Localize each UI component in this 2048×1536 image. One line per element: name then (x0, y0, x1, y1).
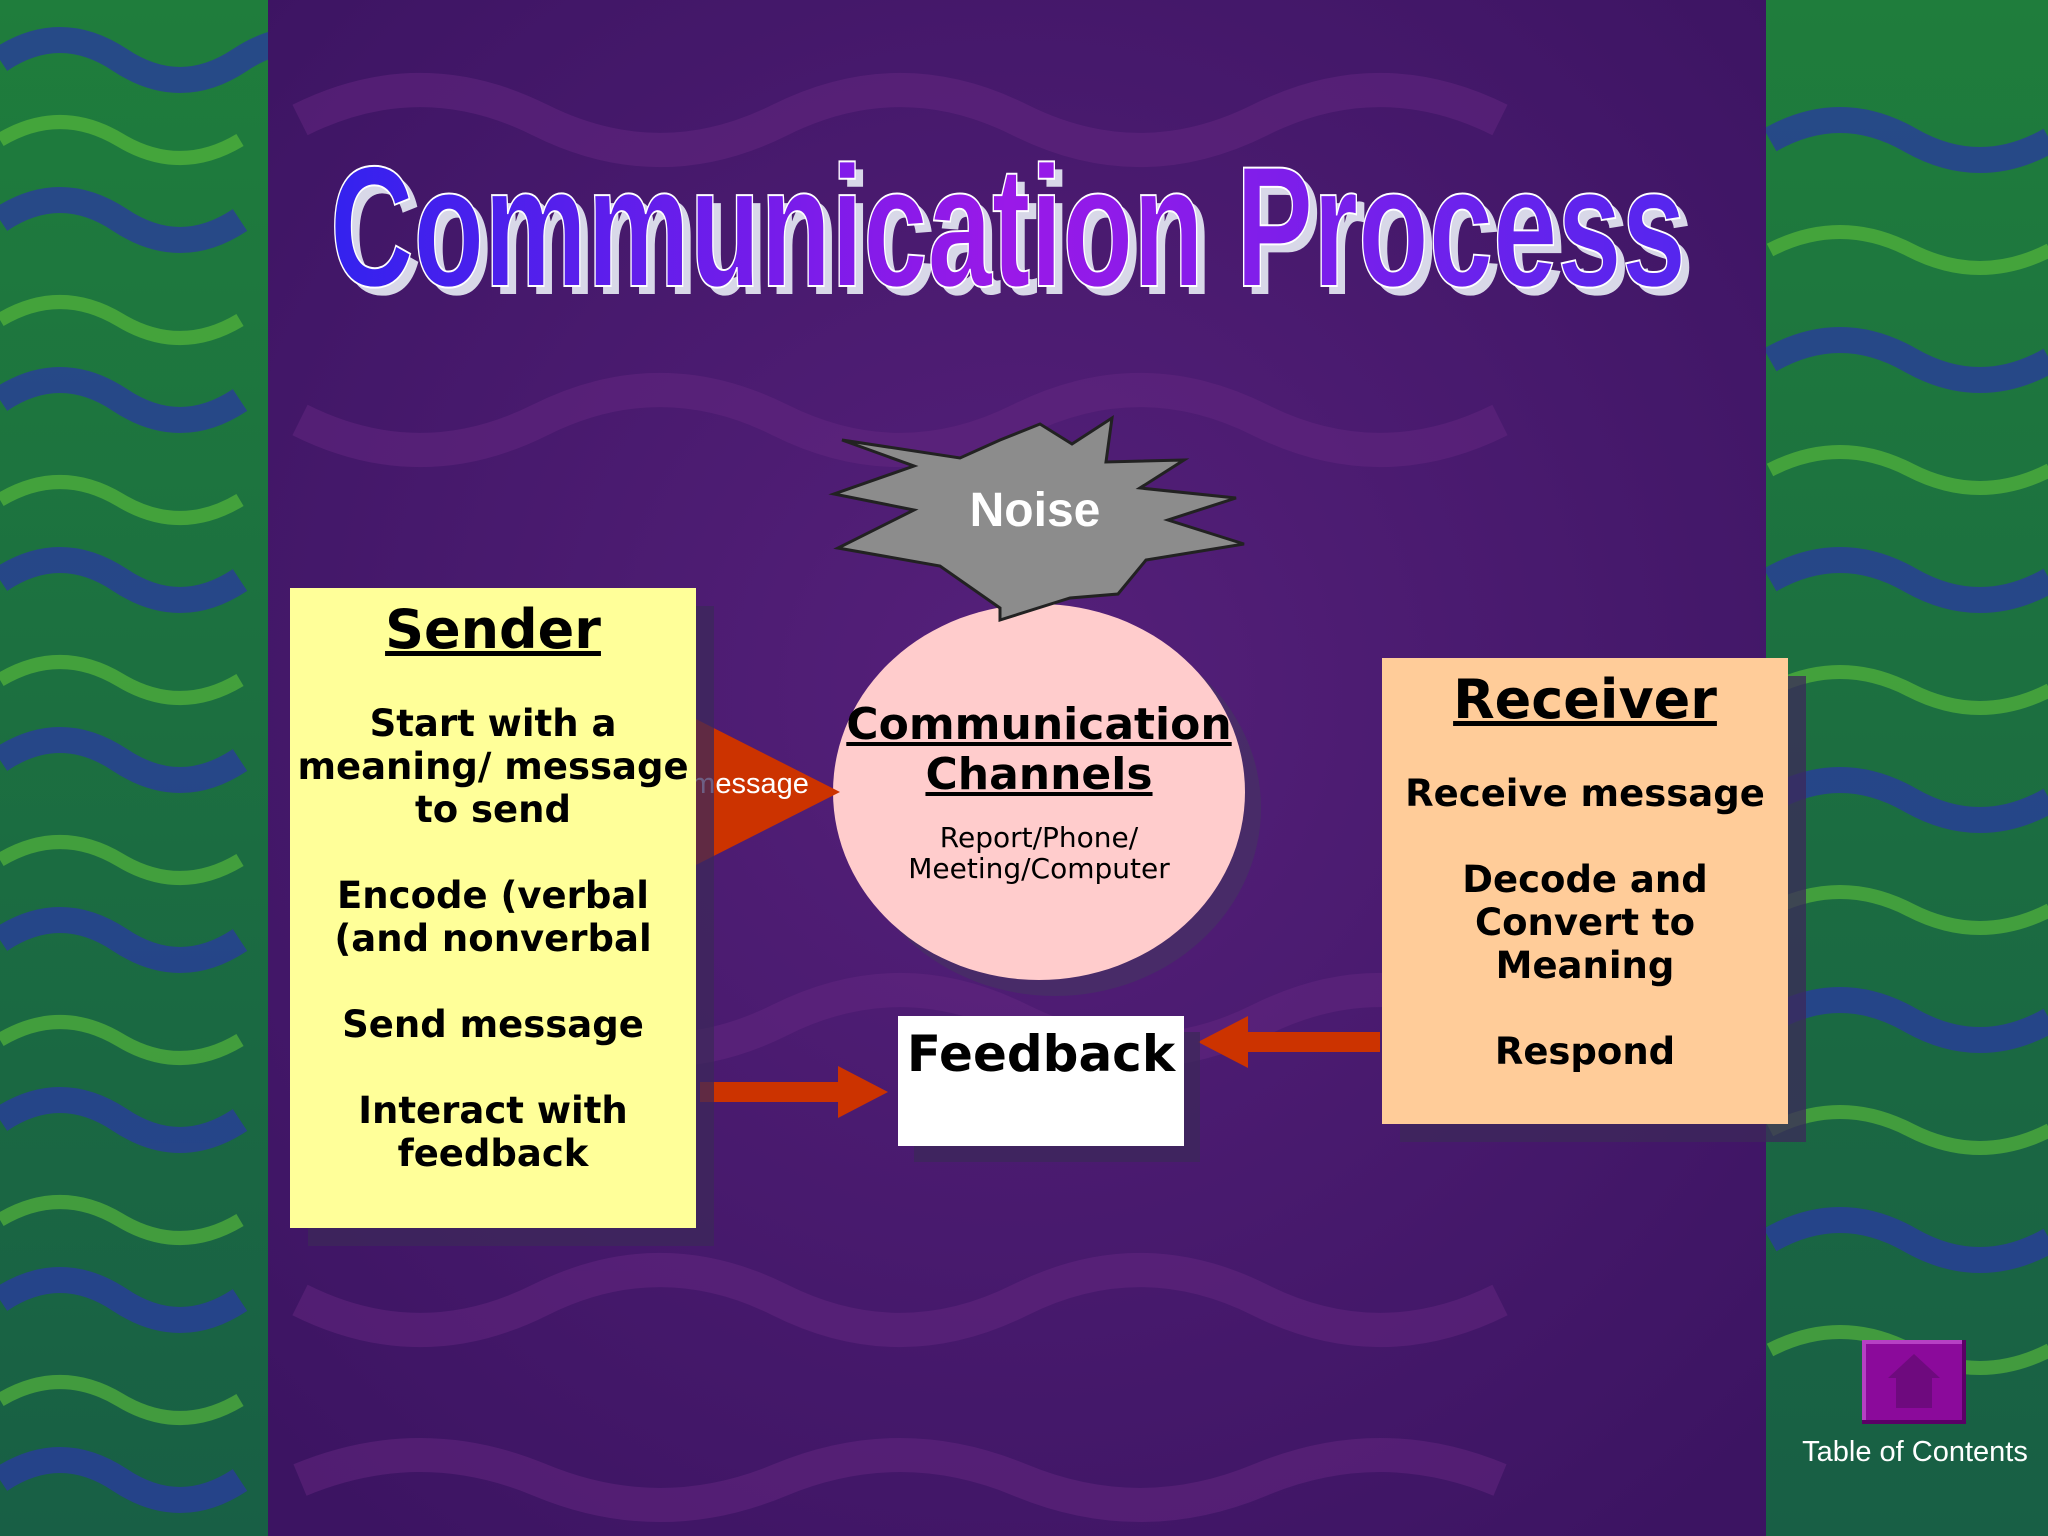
feedback-label: Feedback (906, 1025, 1176, 1083)
sender-step-encode: Encode (verbal (and nonverbal (334, 874, 652, 960)
receiver-step-receive: Receive message (1405, 772, 1765, 815)
sender-step-meaning: Start with a meaning/ message to send (297, 702, 689, 831)
noise-label: Noise (969, 484, 1101, 537)
communication-channels-ellipse (833, 604, 1245, 980)
channels-subtitle: Report/Phone/ Meeting/Computer (908, 821, 1170, 885)
table-of-contents-link[interactable]: Table of Contents (1802, 1436, 2028, 1468)
svg-text:Communication Process: Communication Process (338, 139, 1694, 316)
noise-burst-shape (828, 414, 1245, 623)
channels-heading: Communication Channels (846, 699, 1232, 800)
home-icon (1888, 1354, 1940, 1408)
feedback-box: Feedback (898, 1016, 1184, 1146)
receiver-step-decode: Decode and Convert to Meaning (1462, 858, 1708, 987)
table-of-contents-button[interactable] (1862, 1340, 1966, 1424)
svg-text:Communication Process: Communication Process (330, 136, 1686, 316)
slide-title: Communication Process Communication Proc… (330, 136, 1694, 316)
receiver-step-respond: Respond (1494, 1030, 1676, 1073)
sender-to-feedback-arrow (700, 1066, 888, 1118)
sender-heading: Sender (385, 598, 601, 661)
message-label: message (691, 768, 809, 800)
receiver-box: Receiver Receive message Decode and Conv… (1382, 658, 1788, 1124)
message-arrow-shape (686, 714, 840, 870)
receiver-to-feedback-arrow (1198, 1016, 1380, 1068)
sender-step-feedback: Interact with feedback (358, 1089, 628, 1175)
receiver-heading: Receiver (1453, 668, 1717, 731)
sender-step-send: Send message (342, 1003, 644, 1046)
sender-box: Sender Start with a meaning/ message to … (290, 588, 696, 1228)
